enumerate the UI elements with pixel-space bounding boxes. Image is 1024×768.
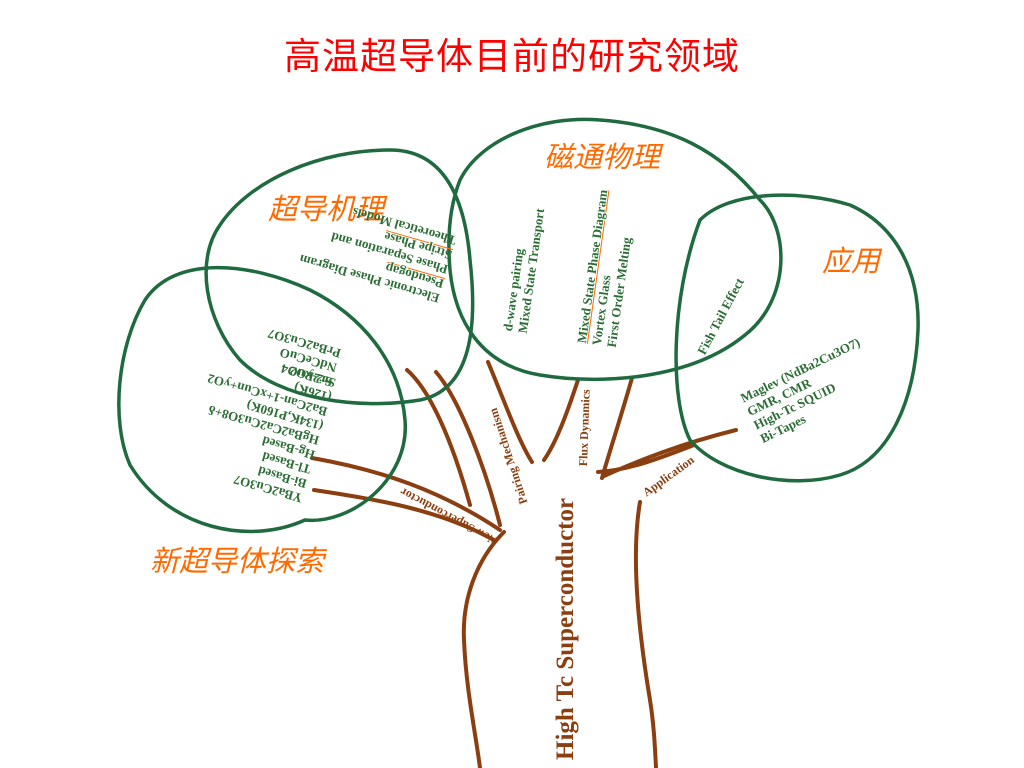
branch-label-flux: Flux Dynamics bbox=[576, 389, 593, 467]
trunk-right-outline bbox=[596, 443, 696, 768]
branch-pairing-mechanism bbox=[405, 368, 502, 527]
category-new: 新超导体探索 bbox=[150, 544, 325, 578]
leaf-mechanism bbox=[204, 148, 475, 406]
page-title: 高温超导体目前的研究领域 bbox=[284, 35, 740, 78]
category-mechanism: 超导机理 bbox=[268, 192, 385, 226]
category-flux: 磁通物理 bbox=[544, 140, 661, 174]
tree-trunk-branches bbox=[310, 360, 738, 768]
branch-flux-dynamics bbox=[486, 360, 580, 464]
branch-application bbox=[600, 376, 738, 480]
leaf-application bbox=[674, 193, 920, 483]
trunk-label: High Tc Superconductor bbox=[552, 497, 579, 760]
category-application: 应用 bbox=[822, 244, 881, 278]
trunk-left-outline bbox=[461, 530, 506, 768]
leaf-flux bbox=[447, 117, 783, 382]
branch-new-superconductor bbox=[310, 456, 502, 542]
tree-leaf-outlines bbox=[117, 117, 920, 534]
leaf-new-superconductor bbox=[117, 265, 407, 534]
